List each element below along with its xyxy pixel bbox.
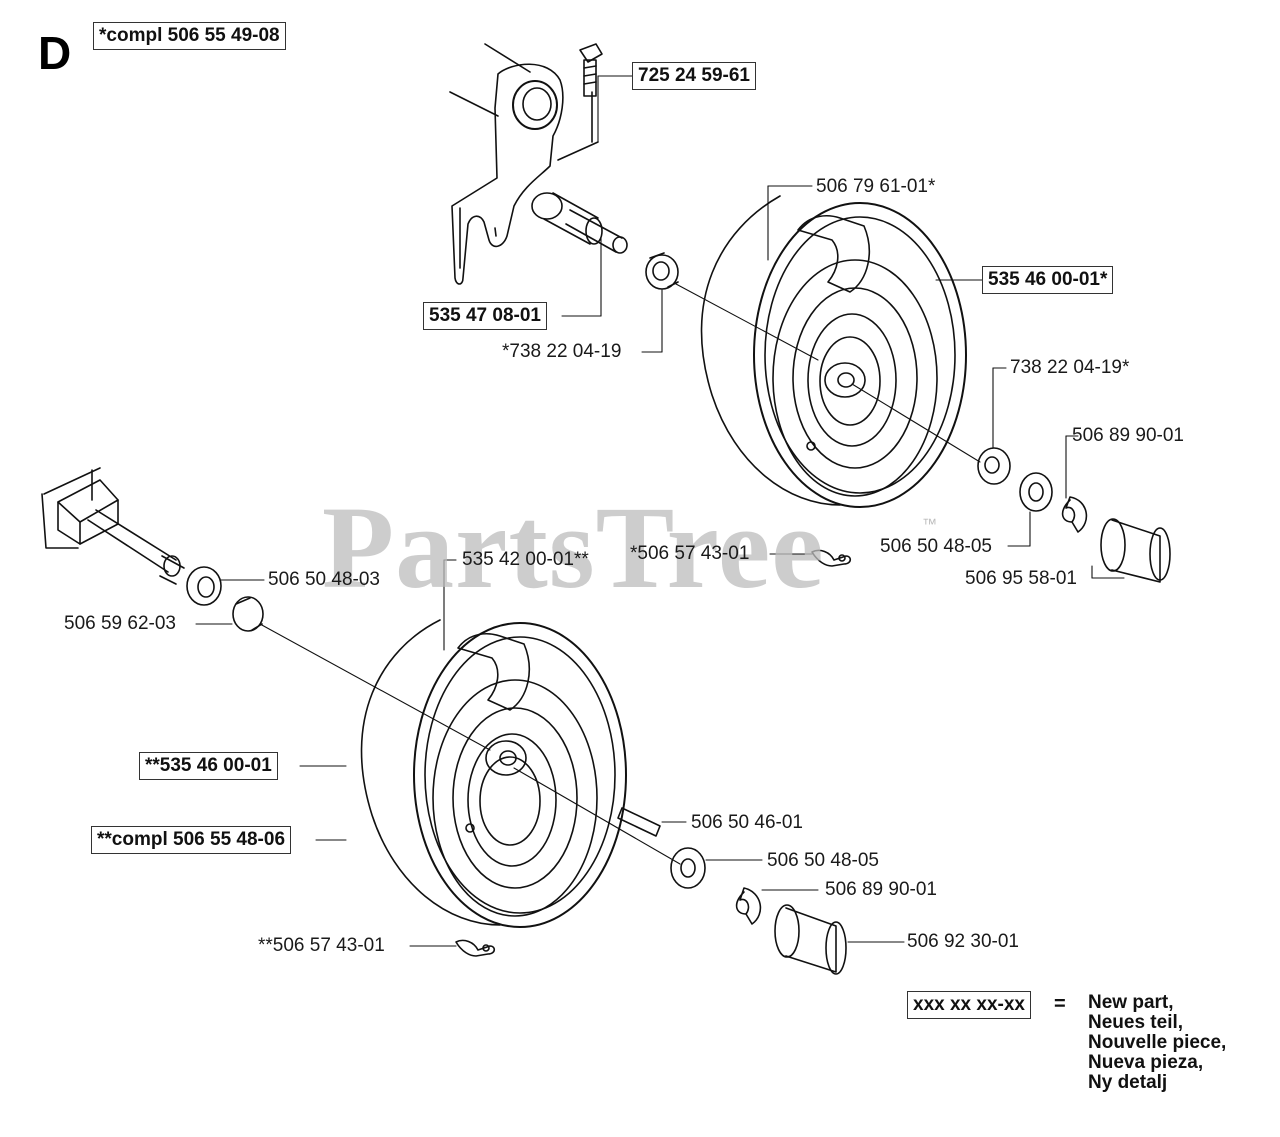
part-label-clip-upper[interactable]: *506 57 43-01 bbox=[630, 543, 750, 564]
upper-right-parts bbox=[977, 447, 1171, 583]
part-label-wheel-upper[interactable]: 535 46 00-01* bbox=[982, 266, 1114, 294]
part-label-clip-lower[interactable]: **506 57 43-01 bbox=[258, 935, 385, 956]
part-label-bearing-upper-left[interactable]: *738 22 04-19 bbox=[502, 341, 622, 362]
part-label-washer-lower-right[interactable]: 506 50 48-05 bbox=[767, 850, 879, 871]
legend-line: Ny detalj bbox=[1088, 1072, 1168, 1093]
part-label-compl-upper[interactable]: *compl 506 55 49-08 bbox=[93, 22, 286, 50]
lower-axle-block bbox=[41, 467, 185, 585]
part-label-axle-upper[interactable]: 535 47 08-01 bbox=[423, 302, 547, 330]
part-label-bearing-upper-right[interactable]: 738 22 04-19* bbox=[1010, 357, 1130, 378]
legend-line: Nueva pieza, bbox=[1088, 1052, 1204, 1073]
part-label-washer-upper[interactable]: 506 50 48-05 bbox=[880, 536, 992, 557]
legend-equals: = bbox=[1054, 993, 1066, 1015]
upper-clip bbox=[811, 549, 852, 567]
upper-axle-bracket bbox=[449, 43, 628, 285]
part-label-compl-lower[interactable]: **compl 506 55 48-06 bbox=[91, 826, 292, 854]
lower-right-parts bbox=[617, 807, 847, 975]
watermark-text: PartsTree bbox=[322, 482, 825, 613]
part-label-key-lower[interactable]: 506 50 46-01 bbox=[691, 812, 803, 833]
legend-description: New part, Neues teil, Nouvelle piece, Nu… bbox=[1088, 993, 1226, 1093]
section-letter: D bbox=[38, 27, 72, 79]
part-label-ring-lower[interactable]: 506 89 90-01 bbox=[825, 879, 937, 900]
part-label-bolt[interactable]: 725 24 59-61 bbox=[632, 62, 756, 90]
part-label-bushing-lower[interactable]: 506 59 62-03 bbox=[64, 613, 176, 634]
upper-bearing-left bbox=[645, 252, 679, 290]
bolt bbox=[579, 43, 603, 97]
lower-clip bbox=[455, 939, 496, 957]
lower-left-washers bbox=[186, 566, 264, 632]
part-label-cap-upper[interactable]: 506 95 58-01 bbox=[965, 568, 1077, 589]
part-label-tire-lower[interactable]: 535 42 00-01** bbox=[462, 549, 589, 570]
upper-wheel bbox=[700, 195, 967, 508]
part-label-cap-lower[interactable]: 506 92 30-01 bbox=[907, 931, 1019, 952]
legend-line: New part, bbox=[1088, 992, 1174, 1013]
lower-wheel bbox=[360, 619, 627, 928]
leader-lines bbox=[195, 75, 1125, 947]
part-label-tire-upper[interactable]: 506 79 61-01* bbox=[816, 176, 936, 197]
part-label-washer-lower-left[interactable]: 506 50 48-03 bbox=[268, 569, 380, 590]
legend-line: Nouvelle piece, bbox=[1088, 1032, 1227, 1053]
legend-sample-box: xxx xx xx-xx bbox=[907, 991, 1031, 1019]
legend-line: Neues teil, bbox=[1088, 1012, 1184, 1033]
watermark-trademark: ™ bbox=[922, 516, 937, 533]
part-label-ring-upper[interactable]: 506 89 90-01 bbox=[1072, 425, 1184, 446]
part-label-wheel-lower[interactable]: **535 46 00-01 bbox=[139, 752, 278, 780]
